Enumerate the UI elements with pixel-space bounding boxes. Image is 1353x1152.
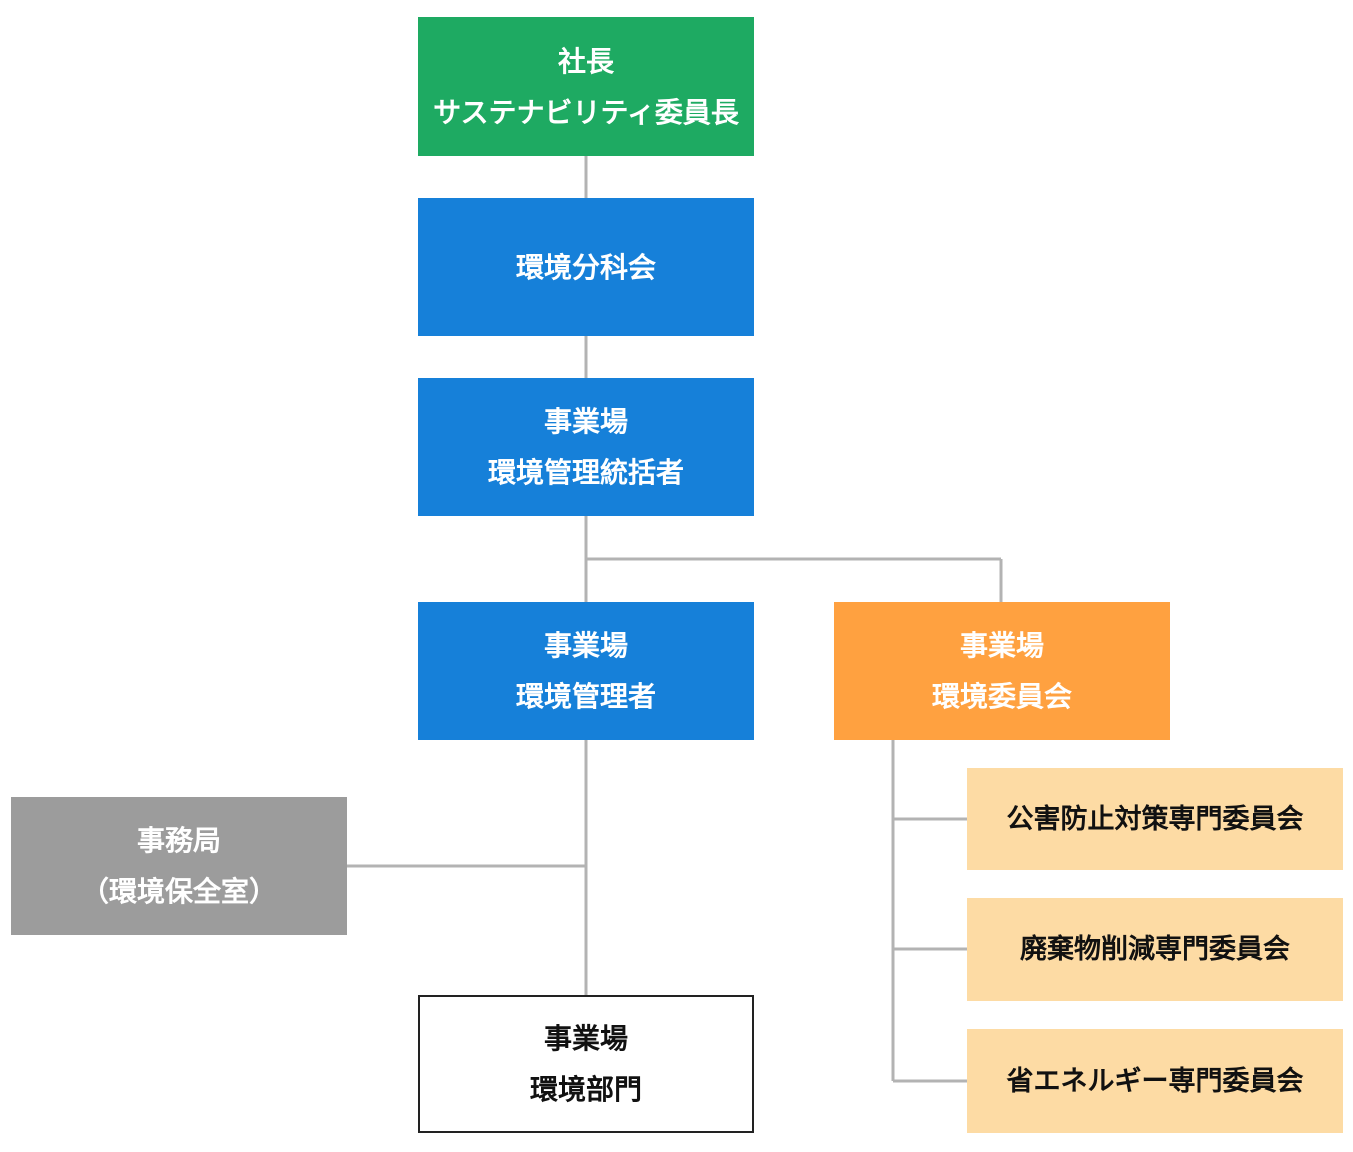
site-env-manager-line2: 環境管理者: [515, 680, 656, 713]
site-env-committee-line1: 事業場: [959, 629, 1044, 662]
pollution-committee-label: 公害防止対策専門委員会: [1006, 803, 1304, 835]
site-env-committee-box: 事業場 環境委員会: [834, 602, 1170, 740]
site-env-general-manager-line2: 環境管理統括者: [487, 456, 684, 489]
waste-committee-box: 廃棄物削減専門委員会: [967, 898, 1343, 1001]
president-box: 社長 サステナビリティ委員長: [418, 17, 754, 156]
site-env-committee-line2: 環境委員会: [931, 680, 1072, 713]
site-env-general-manager-line1: 事業場: [543, 405, 628, 438]
secretariat-line2: （環境保全室）: [80, 875, 277, 908]
site-env-department-box: 事業場 環境部門: [418, 995, 754, 1133]
site-env-general-manager-box: 事業場 環境管理統括者: [418, 378, 754, 516]
secretariat-box: 事務局 （環境保全室）: [11, 797, 347, 935]
energy-committee-label: 省エネルギー専門委員会: [1006, 1065, 1304, 1097]
energy-committee-box: 省エネルギー専門委員会: [967, 1029, 1343, 1133]
pollution-committee-box: 公害防止対策専門委員会: [967, 768, 1343, 870]
site-env-manager-box: 事業場 環境管理者: [418, 602, 754, 740]
site-env-department-line2: 環境部門: [529, 1073, 642, 1106]
site-env-manager-line1: 事業場: [543, 629, 628, 662]
env-subcommittee-label: 環境分科会: [515, 250, 656, 284]
waste-committee-label: 廃棄物削減専門委員会: [1020, 934, 1290, 965]
president-role: サステナビリティ委員長: [433, 95, 739, 129]
secretariat-line1: 事務局: [136, 824, 221, 857]
president-title: 社長: [557, 44, 614, 78]
env-subcommittee-box: 環境分科会: [418, 198, 754, 336]
site-env-department-line1: 事業場: [543, 1022, 628, 1055]
